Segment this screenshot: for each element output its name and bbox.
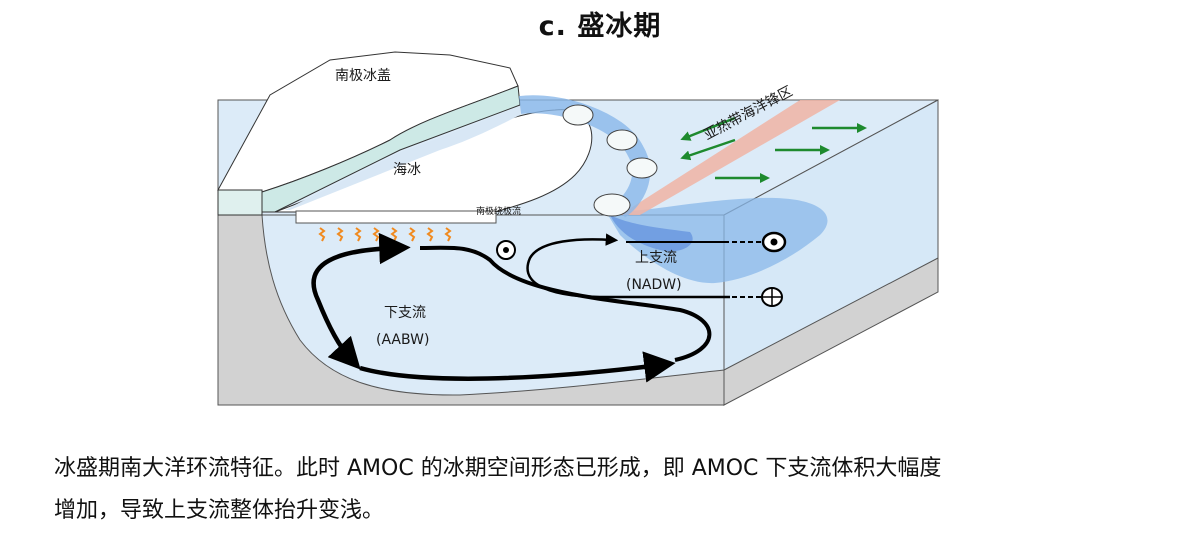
label-lower-cell-abbr: (AABW) [376, 332, 429, 348]
aabw-flow-arrow [311, 232, 411, 370]
iceberg [562, 104, 594, 126]
iceberg [626, 157, 658, 179]
label-lower-cell: 下支流 [384, 305, 426, 321]
cross-in-circle-icon [761, 287, 783, 307]
aabw-bottom-flow [359, 351, 676, 383]
green-arrows [680, 116, 867, 183]
iceberg [606, 129, 638, 151]
label-sea-ice: 海冰 [393, 162, 421, 178]
dot-in-circle-icon [761, 231, 787, 253]
dot-in-circle-icon [496, 240, 516, 260]
acc-bar [295, 210, 497, 224]
nadw-flow-arrow [526, 233, 730, 299]
figure-caption: 冰盛期南大洋环流特征。此时 AMOC 的冰期空间形态已形成，即 AMOC 下支流… [54, 448, 1174, 532]
label-upper-cell-abbr: (NADW) [626, 277, 682, 293]
label-acc: 南极绕极流 [476, 205, 521, 217]
subtropical-front-band [620, 100, 840, 215]
label-antarctic-ice-sheet: 南极冰盖 [335, 68, 391, 84]
ice-sheet-front [217, 189, 263, 216]
icebergs [562, 104, 658, 217]
label-upper-cell: 上支流 [635, 250, 677, 266]
sea-ice-underside [285, 105, 522, 210]
iceberg [593, 193, 631, 217]
westward-arrow [680, 116, 736, 141]
westward-arrow [680, 138, 736, 161]
caption-line-1: 冰盛期南大洋环流特征。此时 AMOC 的冰期空间形态已形成，即 AMOC 下支流… [54, 456, 942, 481]
figure-title: c. 盛冰期 [538, 11, 662, 42]
ice-sheet-cliff [261, 85, 521, 213]
nadw-plume [605, 197, 828, 284]
caption-line-2: 增加，导致上支流整体抬升变浅。 [54, 498, 385, 523]
